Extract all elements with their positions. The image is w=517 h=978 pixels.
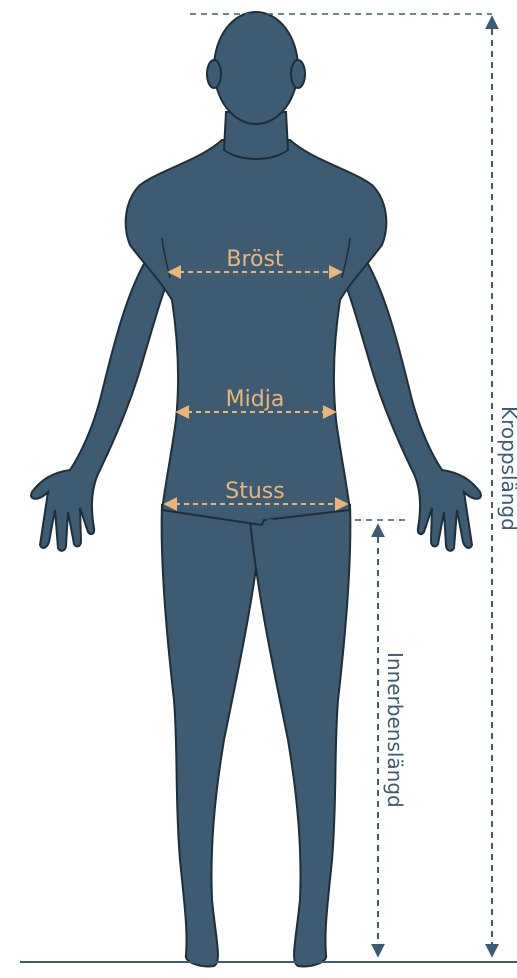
waist-label: Midja: [226, 387, 285, 412]
inseam-label: Innerbenslängd: [383, 652, 407, 808]
right-arm: [342, 240, 481, 551]
hip-label: Stuss: [225, 479, 284, 504]
chest-label: Bröst: [226, 247, 284, 272]
right-leg: [250, 505, 350, 966]
head: [214, 12, 298, 124]
left-arm: [31, 240, 170, 551]
torso: [126, 140, 387, 525]
left-ear: [207, 60, 221, 88]
body-length-label: Kroppslängd: [497, 406, 517, 531]
left-leg: [162, 505, 262, 966]
right-ear: [291, 60, 305, 88]
